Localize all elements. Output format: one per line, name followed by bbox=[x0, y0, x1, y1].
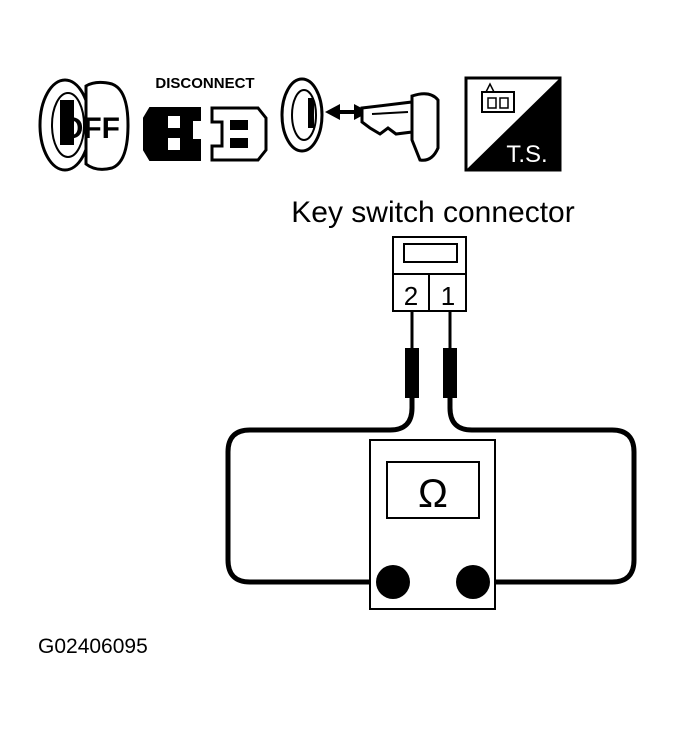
meter-terminal-left bbox=[376, 565, 410, 599]
connector-title: Key switch connector bbox=[291, 196, 574, 229]
test-lead-right bbox=[447, 398, 637, 585]
disconnect-label: DISCONNECT bbox=[155, 75, 254, 92]
ts-label: T.S. bbox=[506, 141, 547, 168]
ohmmeter: Ω bbox=[369, 439, 496, 610]
pin-1-label: 1 bbox=[441, 281, 455, 311]
ts-icon: T.S. bbox=[464, 76, 562, 172]
probe-left bbox=[405, 311, 419, 398]
test-lead-left bbox=[225, 398, 415, 585]
ignition-off-icon: OFF bbox=[38, 78, 130, 172]
figure-id: G02406095 bbox=[38, 635, 148, 658]
double-arrow-icon bbox=[325, 104, 369, 120]
disconnect-icon: DISCONNECT bbox=[143, 75, 268, 162]
key-removal-icon bbox=[280, 77, 440, 162]
meter-terminal-right bbox=[456, 565, 490, 599]
pin-2-label: 2 bbox=[404, 281, 418, 311]
ohm-symbol: Ω bbox=[418, 472, 448, 516]
probe-right bbox=[443, 311, 457, 398]
key-switch-connector: 2 1 bbox=[392, 236, 467, 312]
ignition-off-label: OFF bbox=[60, 112, 120, 145]
